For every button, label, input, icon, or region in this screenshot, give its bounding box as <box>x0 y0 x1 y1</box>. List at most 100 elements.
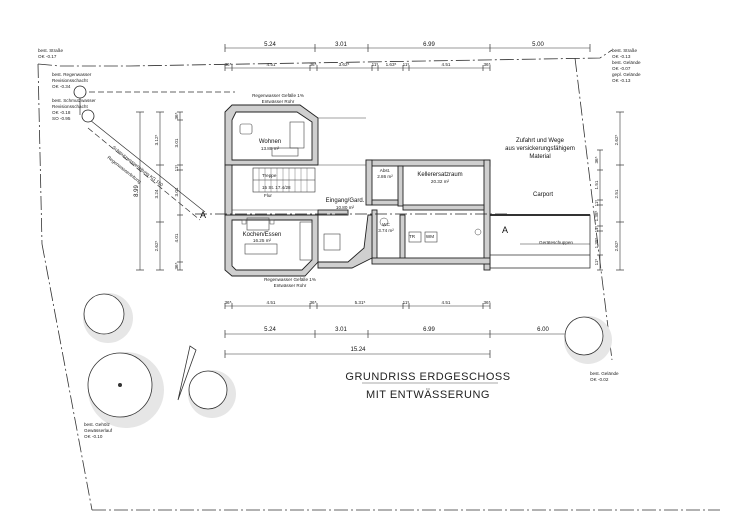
room-flur: Flur <box>264 193 272 198</box>
west-wall <box>224 164 233 216</box>
dim-top-2: 3.01 <box>335 42 347 48</box>
wc-left-wall <box>371 209 378 261</box>
armchair <box>239 123 253 135</box>
roof-bottom-note-1: Regenwasser Gefälle 1% <box>264 277 316 282</box>
dim-right-inner-1: 36⁵ <box>594 156 599 163</box>
east-block-left-wall <box>365 159 373 206</box>
room-wohnen-area: 13.88 m² <box>261 146 280 151</box>
dining-table <box>246 217 270 231</box>
dim-top-inner-2: 4.51 <box>267 62 276 67</box>
dim-bottom-2: 3.01 <box>335 327 347 333</box>
dim-top-inner-4: 3.62⁵ <box>339 62 350 67</box>
floor-drain <box>474 228 482 236</box>
tree-center <box>188 370 228 410</box>
dim-left-inner-5: 4.01 <box>174 233 179 242</box>
room-eingang-name: Eingang/Gard. <box>326 198 365 204</box>
note-tl-1: best. Straße <box>38 48 63 53</box>
dim-top-inner-7: 11⁵ <box>403 62 410 67</box>
room-abst-name: Abst. <box>380 168 390 173</box>
room-wohnen-name: Wohnen <box>259 139 281 145</box>
note-tr-6: OK -0.13 <box>612 78 631 83</box>
dim-left-3: 2.62⁵ <box>154 240 159 251</box>
wc-right-wall <box>399 214 406 261</box>
dryer <box>408 231 422 243</box>
dim-right-inner-2: 1.51 <box>594 180 599 189</box>
dim-top-3: 6.99 <box>423 42 435 48</box>
note-tr-3: best. Gelände <box>612 60 641 65</box>
dim-bottom-total: 15.24 <box>350 347 366 353</box>
left-dimension-chain: 8.99 3.12⁵ 3.24 2.62⁵ 36⁵ 3.01 11⁵ 3.01 … <box>134 111 183 271</box>
dim-top-inner-3: 36⁵ <box>309 62 316 67</box>
east-block-right-wall <box>483 159 491 271</box>
note-bl-3: OK -0.10 <box>84 434 103 439</box>
staircase: Treppe 15 St. 17.4/28 <box>252 167 316 193</box>
pipe-label-2: Regenwasserleitung <box>106 155 142 185</box>
sofa <box>271 147 299 157</box>
label-wm: WM <box>426 234 434 239</box>
wardrobe <box>323 233 341 251</box>
driveway-line-2: aus versickerungsfähigem <box>505 146 575 152</box>
note-rw-2: Revisionsschacht <box>52 78 88 83</box>
dim-left-1: 3.12⁵ <box>154 134 159 145</box>
room-keller-area: 20.32 m² <box>431 179 450 184</box>
dim-left-2: 3.24 <box>154 189 159 198</box>
dim-right-1: 2.62⁵ <box>614 134 619 145</box>
dim-bottom-inner-4: 5.31⁵ <box>355 300 366 305</box>
note-tr-2: OK -0.13 <box>612 54 631 59</box>
dim-bottom-inner-1: 36⁵ <box>224 300 231 305</box>
kitchen-island <box>244 243 278 255</box>
trees <box>83 293 612 428</box>
roof-notes: Regenwasser Gefälle 1% Entwässer Rohr Re… <box>252 93 316 288</box>
dim-top-inner-8: 4.51 <box>442 62 451 67</box>
dim-top-4: 5.00 <box>532 42 544 48</box>
dim-left-inner-2: 3.01 <box>174 138 179 147</box>
dim-right-inner-4: 1.38⁵ <box>594 210 599 221</box>
section-left-marker: A <box>200 210 206 220</box>
title-line-2: MIT ENTWÄSSERUNG <box>366 389 490 401</box>
room-abst-area: 2.86 m² <box>377 174 393 179</box>
dim-bottom-3: 6.99 <box>423 327 435 333</box>
property-boundary <box>37 49 720 511</box>
title-line-1: GRUNDRISS ERDGESCHOSS <box>345 371 510 383</box>
stair-label-2: 15 St. 17.4/28 <box>262 185 291 190</box>
note-br-2: OK -0.02 <box>590 377 609 382</box>
drainage-pipes: Schmutzwasserleitung KG 150 Regenwasserl… <box>79 91 235 221</box>
dim-right-inner-7: 11⁵ <box>594 259 599 266</box>
carport: Carport Geräteschuppen <box>489 192 591 269</box>
dim-bottom-inner-7: 36⁵ <box>483 300 490 305</box>
manholes <box>73 85 95 123</box>
keller-bottom-wall <box>402 204 485 211</box>
north-arrow-icon <box>177 345 197 401</box>
dim-left-inner-3: 11⁵ <box>174 165 179 172</box>
dim-top-inner-5: 11⁵ <box>372 62 379 67</box>
drawing-title: GRUNDRISS ERDGESCHOSS MIT ENTWÄSSERUNG <box>345 371 510 401</box>
stair-label-1: Treppe <box>262 173 277 178</box>
washing-machine <box>424 231 438 243</box>
note-bl-2: Gewässerlauf <box>84 428 113 433</box>
room-wc-name: WC <box>382 222 390 227</box>
note-tr-4: OK -0.07 <box>612 66 631 71</box>
room-kochen-area: 16.25 m² <box>253 238 272 243</box>
dim-bottom-inner-2: 4.51 <box>267 300 276 305</box>
dim-left-inner-6: 36⁵ <box>174 262 179 269</box>
label-tr: TR <box>409 234 416 239</box>
sewage-manhole <box>81 109 95 123</box>
abst-partition <box>397 165 404 207</box>
room-eingang-area: 10.80 m² <box>336 205 355 210</box>
entrance-wall <box>317 214 373 269</box>
dim-right-2: 2.51 <box>614 189 619 198</box>
bottom-dimension-chain: 36⁵ 4.51 36⁵ 5.31⁵ 11⁵ 4.51 36⁵ 5.24 3.0… <box>224 300 591 358</box>
note-tr-5: gepl. Gelände <box>612 72 641 77</box>
dim-right-3: 2.62⁵ <box>614 240 619 251</box>
room-labels: Wohnen 13.88 m² Kochen/Essen 16.25 m² Ei… <box>243 139 463 243</box>
note-tl-2: OK -0.17 <box>38 54 57 59</box>
note-sw-1: best. Schmutzwasser <box>52 98 96 103</box>
tree-top-left <box>83 293 125 335</box>
rainwater-manhole <box>73 85 87 99</box>
room-wc-area: 3.74 m² <box>378 228 394 233</box>
note-bl-1: best. Gehölz <box>84 422 110 427</box>
dim-bottom-inner-6: 4.51 <box>442 300 451 305</box>
roof-top-note-1: Regenwasser Gefälle 1% <box>252 93 304 98</box>
note-rw-3: OK -0.34 <box>52 84 71 89</box>
dim-right-inner-3: 11⁵ <box>594 200 599 207</box>
